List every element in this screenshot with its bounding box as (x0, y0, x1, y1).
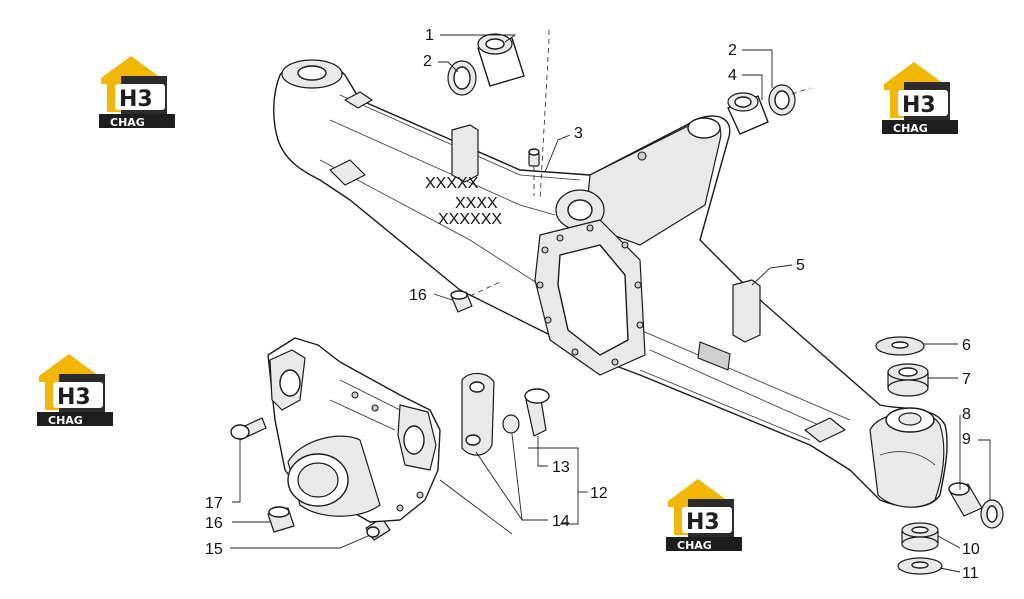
mounting-bracket (267, 337, 441, 523)
callout-labels: 1 2 2 3 4 5 6 7 8 9 10 11 12 13 14 15 16… (205, 27, 980, 582)
callout-15: 15 (205, 541, 223, 558)
callout-2-left: 2 (423, 53, 432, 70)
callout-3: 3 (574, 125, 583, 142)
bushing-part-7 (887, 363, 929, 397)
callout-16-lower: 16 (205, 515, 223, 532)
washer-part-11 (897, 557, 943, 575)
housing-marking-1: XXXXX (425, 175, 479, 192)
callout-12: 12 (590, 485, 608, 502)
plug-part-16-upper (450, 290, 473, 313)
callout-5: 5 (796, 257, 805, 274)
callout-11: 11 (962, 565, 979, 582)
svg-text:H3: H3 (686, 510, 720, 535)
brand-logo-watermark-4: H3 CHAG (666, 479, 742, 552)
axle-housing: XXXXX XXXX XXXXXX (273, 59, 948, 508)
washer-part-6 (875, 336, 925, 356)
seal-part-9 (980, 499, 1004, 529)
bushing-part-8 (948, 482, 983, 517)
plug-part-16-lower (267, 506, 295, 533)
seal-part-2-right (768, 84, 796, 116)
svg-text:H3: H3 (902, 93, 936, 118)
bolt-part-13 (524, 388, 550, 437)
callout-10: 10 (962, 541, 980, 558)
bushing-part-1 (477, 33, 525, 87)
brand-logo-watermark-2: H3 CHAG (882, 62, 958, 135)
svg-text:CHAG: CHAG (893, 122, 928, 135)
brand-logo-watermark-3: H3 CHAG (37, 354, 113, 427)
svg-text:H3: H3 (57, 385, 91, 410)
callout-7: 7 (962, 371, 971, 388)
callout-14: 14 (552, 513, 570, 530)
brand-logo-watermark-1: H3 CHAG (99, 56, 175, 129)
callout-4: 4 (728, 67, 737, 84)
housing-marking-2: XXXX (455, 195, 498, 212)
callout-17: 17 (205, 495, 223, 512)
callout-2-right: 2 (728, 42, 737, 59)
svg-text:CHAG: CHAG (110, 116, 145, 129)
leader-lines (230, 30, 991, 573)
svg-text:CHAG: CHAG (48, 414, 83, 427)
bearing-cap-part-14 (461, 372, 495, 456)
svg-text:CHAG: CHAG (677, 539, 712, 552)
housing-marking-3: XXXXXX (438, 211, 502, 228)
callout-1: 1 (425, 27, 434, 44)
callout-8: 8 (962, 406, 971, 423)
bushing-part-10 (901, 522, 939, 552)
callout-9: 9 (962, 431, 971, 448)
bolt-part-17 (230, 417, 267, 441)
callout-6: 6 (962, 337, 971, 354)
grease-nipple-part-3 (528, 148, 540, 167)
sleeve-part-14 (502, 414, 520, 434)
bushing-part-4 (727, 92, 769, 135)
callout-13: 13 (552, 459, 570, 476)
callout-16-upper: 16 (409, 287, 427, 304)
svg-text:H3: H3 (119, 87, 153, 112)
